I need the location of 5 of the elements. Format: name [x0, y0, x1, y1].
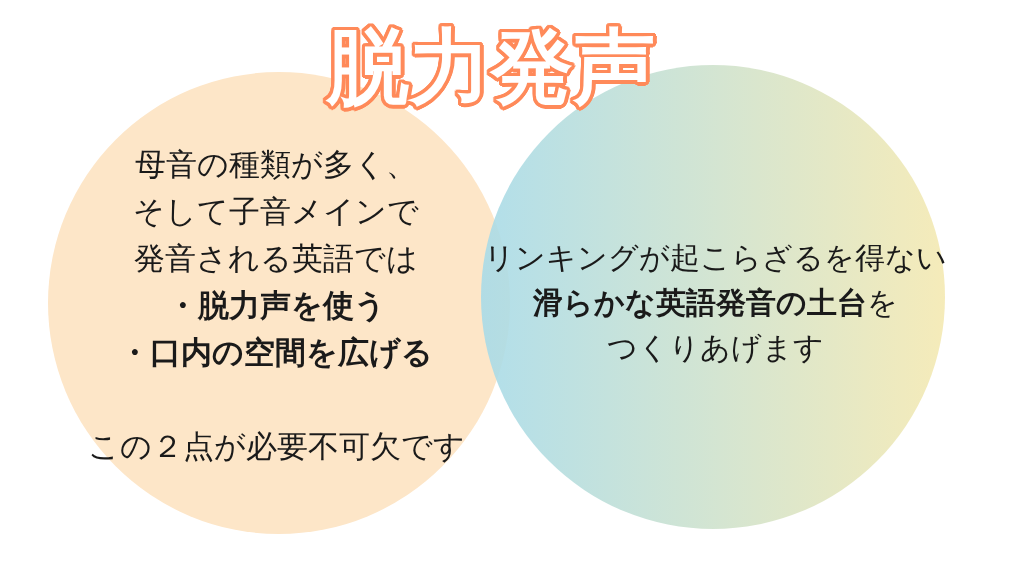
bullet-point-text: ・口内の空間を広げる [119, 333, 433, 372]
conclusion-text: この２点が必要不可欠です [87, 427, 465, 466]
description-text: 母音の種類が多く、そして子音メインで発音される英語では [133, 145, 419, 278]
description-text: リンキングが起こらざるを得ない滑らかな英語発音の土台をつくりあげます [483, 239, 947, 367]
bullet-point-text: ・脱力声を使う [166, 286, 386, 325]
